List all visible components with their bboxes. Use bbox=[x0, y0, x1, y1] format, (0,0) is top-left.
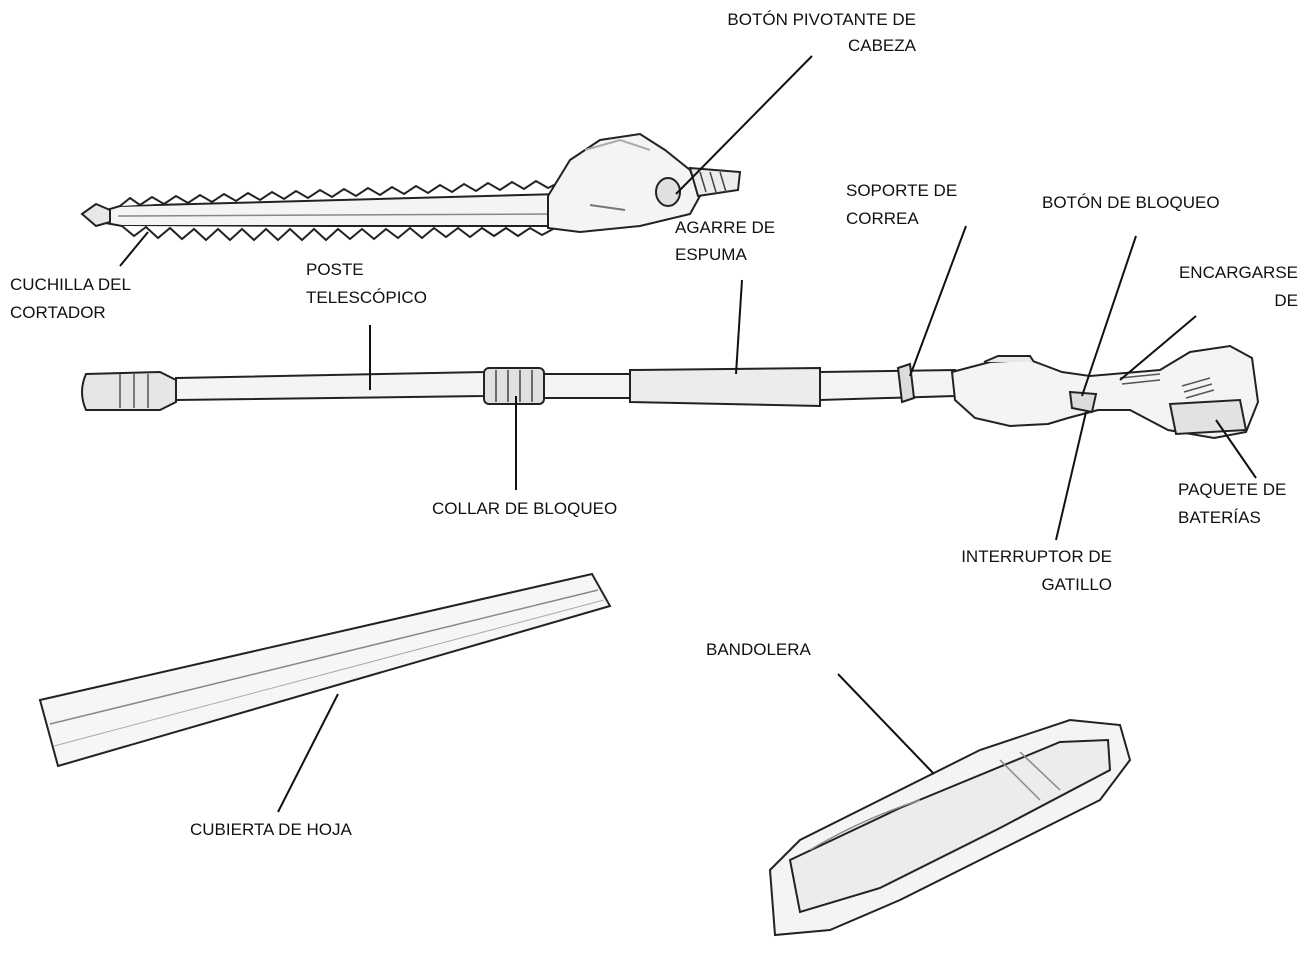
blade-tip bbox=[80, 202, 111, 228]
cutter-blade-teeth-lower bbox=[121, 225, 556, 242]
pivot-joint bbox=[688, 166, 742, 198]
label-battery-pack-line1: PAQUETE DE bbox=[1178, 480, 1286, 499]
label-head-pivot-button-line2: CABEZA bbox=[848, 36, 917, 55]
label-cutter-blade-line2: CORTADOR bbox=[10, 303, 106, 322]
label-trigger-switch-line1: INTERRUPTOR DE bbox=[961, 547, 1112, 566]
blade-cover-part bbox=[38, 572, 612, 768]
label-trigger-switch-line2: GATILLO bbox=[1041, 575, 1112, 594]
label-foam-grip-line2: ESPUMA bbox=[675, 245, 747, 264]
label-strap-support-line1: SOPORTE DE bbox=[846, 181, 957, 200]
lock-collar-part bbox=[483, 367, 545, 405]
leader-trigger-switch bbox=[1055, 411, 1087, 541]
labels: BOTÓN PIVOTANTE DE CABEZA CUCHILLA DEL C… bbox=[10, 10, 1298, 839]
label-handle-line1: ENCARGARSE bbox=[1179, 263, 1298, 282]
leader-handle bbox=[1119, 315, 1197, 381]
leader-blade-cover bbox=[277, 693, 339, 813]
cutter-blade-bar bbox=[99, 192, 564, 227]
foam-grip-part bbox=[629, 366, 821, 408]
trimmer-head bbox=[80, 132, 742, 242]
trigger-part bbox=[1068, 390, 1098, 414]
leader-strap-support bbox=[909, 225, 967, 377]
label-foam-grip-line1: AGARRE DE bbox=[675, 218, 775, 237]
label-blade-cover: CUBIERTA DE HOJA bbox=[190, 820, 353, 839]
leader-cutter-blade bbox=[119, 231, 149, 267]
cutter-blade-teeth bbox=[119, 179, 561, 207]
label-lock-collar: COLLAR DE BLOQUEO bbox=[432, 499, 617, 518]
label-telescopic-pole-line1: POSTE bbox=[306, 260, 364, 279]
pole-assembly bbox=[81, 344, 1260, 440]
leader-shoulder-strap bbox=[837, 673, 935, 775]
battery-pack-part bbox=[1168, 398, 1248, 436]
pole-end-cap bbox=[81, 370, 177, 411]
label-handle-line2: DE bbox=[1274, 291, 1298, 310]
leader-battery-pack bbox=[1215, 419, 1257, 479]
leader-foam-grip bbox=[735, 279, 743, 375]
telescopic-tube bbox=[175, 370, 485, 402]
label-telescopic-pole-line2: TELESCÓPICO bbox=[306, 288, 427, 307]
label-strap-support-line2: CORREA bbox=[846, 209, 919, 228]
leader-head-pivot-button bbox=[675, 55, 813, 195]
label-cutter-blade-line1: CUCHILLA DEL bbox=[10, 275, 131, 294]
label-battery-pack-line2: BATERÍAS bbox=[1178, 508, 1261, 527]
label-shoulder-strap: BANDOLERA bbox=[706, 640, 812, 659]
leader-lock-button bbox=[1081, 235, 1137, 397]
shoulder-strap-part bbox=[768, 718, 1132, 937]
leader-lines bbox=[119, 55, 1257, 813]
label-head-pivot-button-line1: BOTÓN PIVOTANTE DE bbox=[727, 10, 916, 29]
pivot-knob bbox=[655, 177, 681, 207]
label-lock-button: BOTÓN DE BLOQUEO bbox=[1042, 193, 1220, 212]
